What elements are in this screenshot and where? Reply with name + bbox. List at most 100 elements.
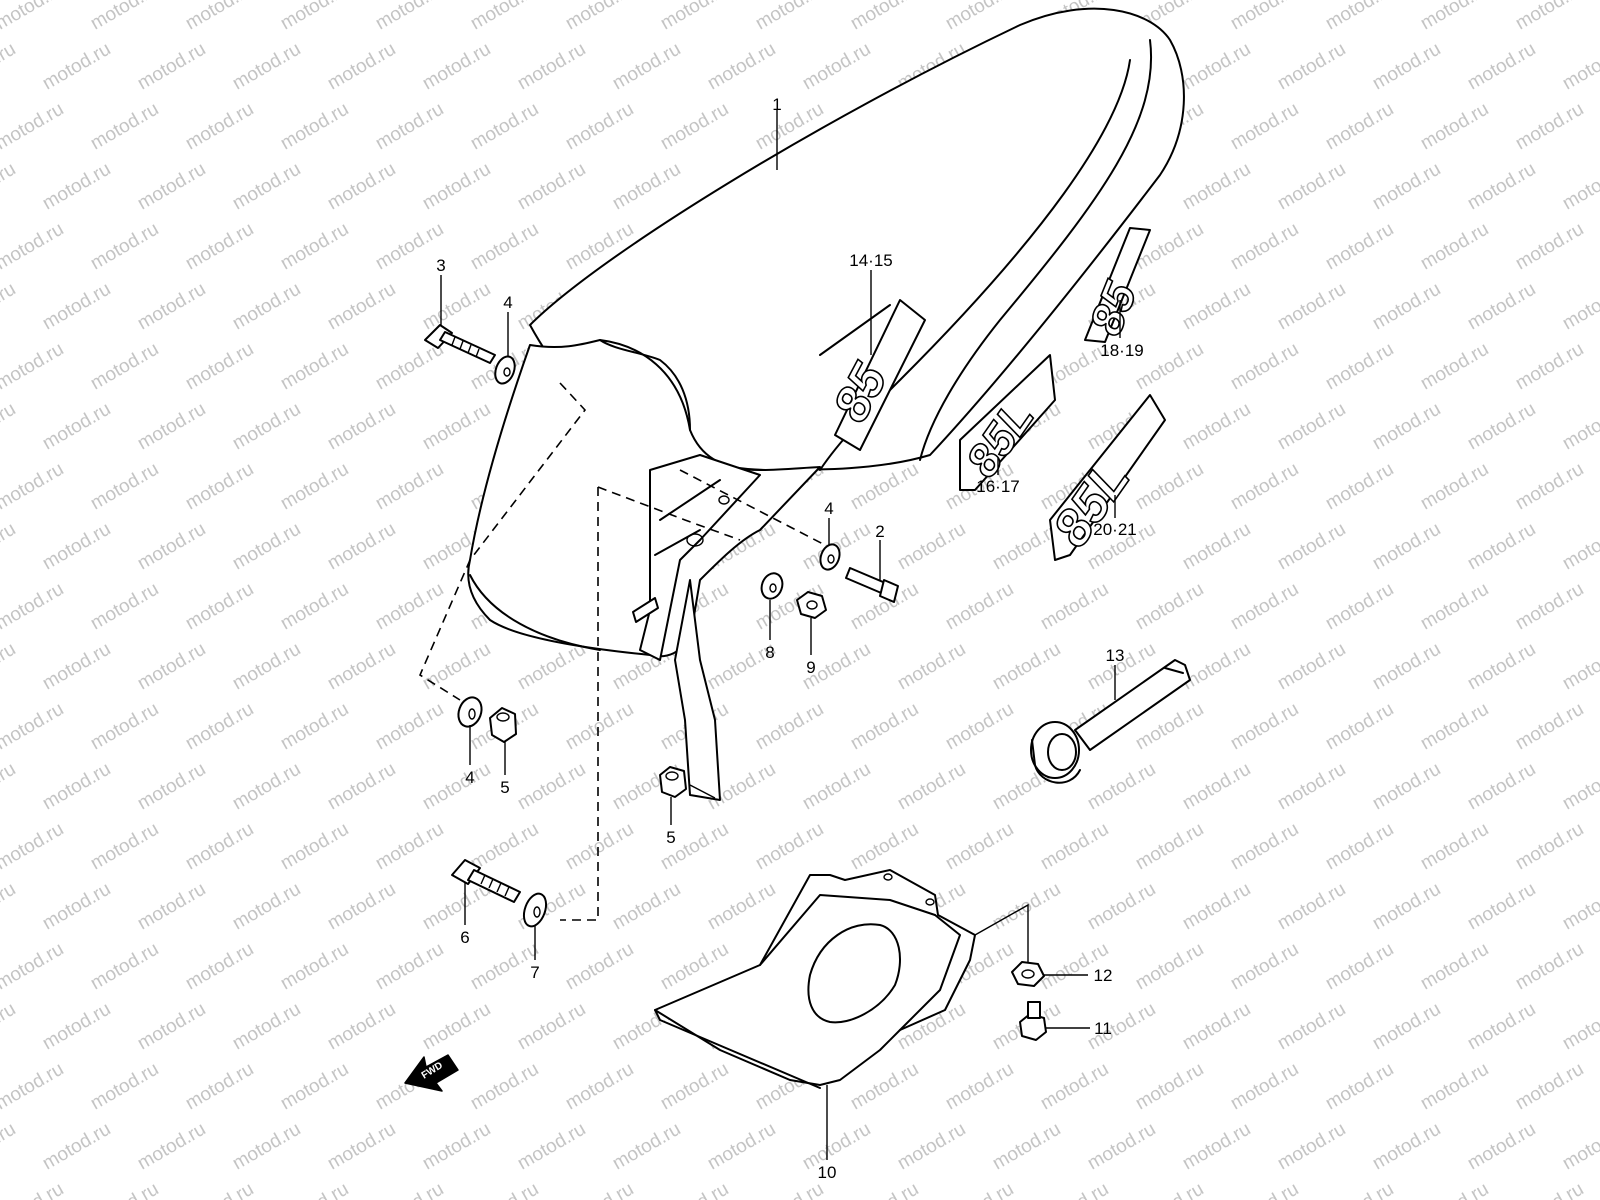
watermark-text: motod.ru — [514, 39, 589, 95]
watermark-text: motod.ru — [562, 939, 637, 995]
watermark-text: motod.ru — [1274, 1119, 1349, 1175]
watermark-text: motod.ru — [229, 279, 304, 335]
watermark-text: motod.ru — [134, 39, 209, 95]
watermark-text: motod.ru — [134, 999, 209, 1055]
watermark-text: motod.ru — [1179, 399, 1254, 455]
watermark-text: motod.ru — [1369, 159, 1444, 215]
watermark-text: motod.ru — [1464, 999, 1539, 1055]
label-part-18-19: 18·19 — [1100, 341, 1143, 360]
watermark-text: motod.ru — [0, 459, 67, 515]
watermark-text: motod.ru — [1179, 999, 1254, 1055]
watermark-text: motod.ru — [277, 99, 352, 155]
watermark-text: motod.ru — [704, 879, 779, 935]
watermark-text: motod.ru — [1084, 879, 1159, 935]
watermark-text: motod.ru — [372, 699, 447, 755]
watermark-text: motod.ru — [372, 939, 447, 995]
watermark-text: motod.ru — [989, 639, 1064, 695]
watermark-text: motod.ru — [0, 939, 67, 995]
watermark-text: motod.ru — [847, 819, 922, 875]
watermark-text: motod.ru — [229, 1119, 304, 1175]
watermark-text: motod.ru — [1179, 1119, 1254, 1175]
watermark-text: motod.ru — [0, 39, 19, 95]
watermark-text: motod.ru — [1322, 219, 1397, 275]
watermark-text: motod.ru — [1464, 1119, 1539, 1175]
watermark-text: motod.ru — [0, 1059, 67, 1115]
watermark-text: motod.ru — [1417, 219, 1492, 275]
watermark-text: motod.ru — [467, 0, 542, 34]
label-part-14-15: 14·15 — [849, 251, 892, 270]
watermark-text: motod.ru — [1322, 699, 1397, 755]
watermark-text: motod.ru — [1417, 579, 1492, 635]
watermark-text: motod.ru — [799, 39, 874, 95]
watermark-text: motod.ru — [87, 1179, 162, 1200]
watermark-text: motod.ru — [134, 759, 209, 815]
watermark-text: motod.ru — [1227, 939, 1302, 995]
watermark-text: motod.ru — [1369, 519, 1444, 575]
watermark-text: motod.ru — [799, 1119, 874, 1175]
watermark-text: motod.ru — [277, 579, 352, 635]
assembly-lines — [418, 382, 826, 921]
watermark-text: motod.ru — [1369, 39, 1444, 95]
label-part-16-17: 16·17 — [976, 477, 1019, 496]
watermark-text: motod.ru — [1084, 1119, 1159, 1175]
watermark-text: motod.ru — [514, 999, 589, 1055]
watermark-text: motod.ru — [324, 39, 399, 95]
watermark-text: motod.ru — [1179, 279, 1254, 335]
watermark-text: motod.ru — [1559, 519, 1600, 575]
watermark-text: motod.ru — [752, 699, 827, 755]
watermark-text: motod.ru — [324, 519, 399, 575]
watermark-text: motod.ru — [942, 0, 1017, 34]
watermark-text: motod.ru — [372, 0, 447, 34]
watermark-text: motod.ru — [182, 339, 257, 395]
label-part-12: 12 — [1094, 966, 1113, 985]
watermark-text: motod.ru — [799, 759, 874, 815]
label-part-9: 9 — [806, 658, 815, 677]
watermark-text: motod.ru — [1417, 339, 1492, 395]
watermark-text: motod.ru — [229, 879, 304, 935]
watermark-text: motod.ru — [1464, 39, 1539, 95]
watermark-text: motod.ru — [847, 699, 922, 755]
label-part-8: 8 — [765, 643, 774, 662]
watermark-text: motod.ru — [752, 819, 827, 875]
watermark-text: motod.ru — [609, 39, 684, 95]
watermark-text: motod.ru — [1179, 759, 1254, 815]
watermark-text: motod.ru — [324, 1119, 399, 1175]
watermark-text: motod.ru — [1417, 1179, 1492, 1200]
watermark-text: motod.ru — [87, 219, 162, 275]
watermark-text: motod.ru — [562, 699, 637, 755]
watermark-text: motod.ru — [1417, 1059, 1492, 1115]
watermark-text: motod.ru — [1227, 699, 1302, 755]
watermark-text: motod.ru — [419, 39, 494, 95]
watermark-text: motod.ru — [0, 819, 67, 875]
watermark-text: motod.ru — [0, 699, 67, 755]
watermark-text: motod.ru — [1322, 1179, 1397, 1200]
watermark-text: motod.ru — [87, 699, 162, 755]
watermark-text: motod.ru — [372, 579, 447, 635]
washer-4a — [494, 355, 516, 385]
watermark-text: motod.ru — [1227, 819, 1302, 875]
watermark-text: motod.ru — [87, 459, 162, 515]
label-part-2: 2 — [875, 522, 884, 541]
watermark-text: motod.ru — [0, 639, 19, 695]
label-part-5b: 5 — [666, 828, 675, 847]
watermark-text: motod.ru — [182, 819, 257, 875]
label-part-3: 3 — [436, 256, 445, 275]
watermark-text: motod.ru — [1227, 459, 1302, 515]
washer-7 — [522, 892, 548, 928]
watermark-text: motod.ru — [39, 879, 114, 935]
watermark-text: motod.ru — [419, 279, 494, 335]
watermark-text: motod.ru — [1084, 759, 1159, 815]
bolt-11 — [1019, 1001, 1047, 1041]
watermark-text: motod.ru — [0, 579, 67, 635]
watermark-text: motod.ru — [1369, 879, 1444, 935]
watermark-text: motod.ru — [39, 1119, 114, 1175]
watermark-text: motod.ru — [1037, 819, 1112, 875]
watermark-text: motod.ru — [0, 0, 67, 34]
watermark-text: motod.ru — [1369, 279, 1444, 335]
watermark-text: motod.ru — [704, 39, 779, 95]
watermark-text: motod.ru — [1512, 1179, 1587, 1200]
watermark-text: motod.ru — [467, 219, 542, 275]
watermark-text: motod.ru — [1512, 339, 1587, 395]
watermark-text: motod.ru — [1417, 939, 1492, 995]
watermark-text: motod.ru — [0, 219, 67, 275]
